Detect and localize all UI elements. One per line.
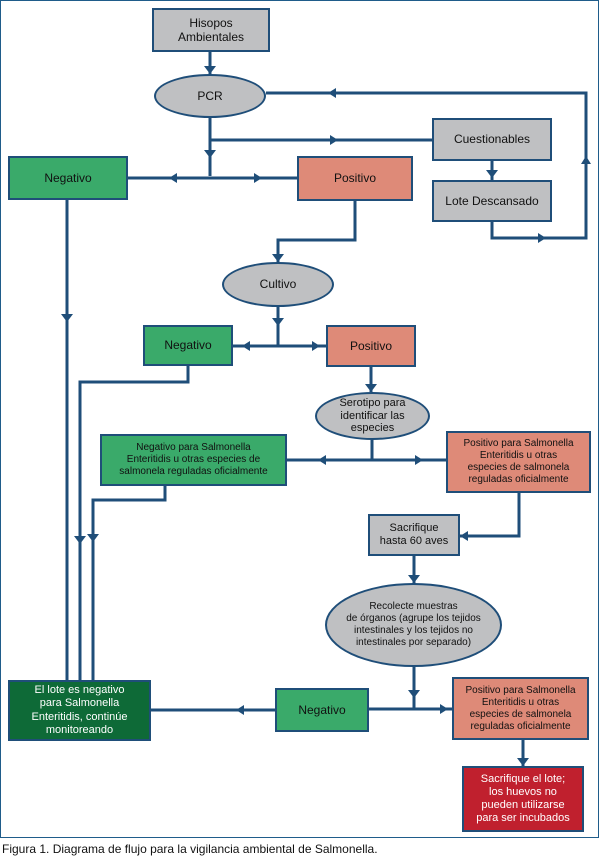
hisopos-ambientales-box: Hisopos Ambientales bbox=[152, 8, 270, 52]
lote-descansado-box: Lote Descansado bbox=[432, 180, 552, 222]
serotipo-oval: Serotipo para identificar las especies bbox=[315, 392, 430, 440]
cuestionables-box: Cuestionables bbox=[432, 118, 552, 161]
positivo-pcr-box: Positivo bbox=[297, 156, 413, 201]
positivo-cultivo-box: Positivo bbox=[326, 325, 416, 367]
figure-frame bbox=[0, 0, 599, 838]
positivo-salmonella-box-1: Positivo para Salmonella Enteritidis u o… bbox=[446, 431, 591, 493]
cultivo-oval: Cultivo bbox=[222, 262, 334, 307]
recolecte-muestras-oval: Recolecte muestras de órganos (agrupe lo… bbox=[325, 583, 502, 667]
negativo-salmonella-box: Negativo para Salmonella Enteritidis u o… bbox=[100, 434, 287, 486]
lote-negativo-box: El lote es negativo para Salmonella Ente… bbox=[8, 680, 151, 741]
negativo-organos-box: Negativo bbox=[275, 688, 369, 732]
negativo-pcr-box: Negativo bbox=[8, 156, 128, 200]
negativo-cultivo-box: Negativo bbox=[143, 325, 233, 366]
positivo-salmonella-box-2: Positivo para Salmonella Enteritidis u o… bbox=[452, 677, 589, 740]
sacrifique-lote-box: Sacrifique el lote; los huevos no pueden… bbox=[462, 766, 584, 832]
pcr-oval: PCR bbox=[154, 74, 266, 118]
sacrifique-60-aves-box: Sacrifique hasta 60 aves bbox=[368, 514, 460, 556]
figure-caption: Figura 1. Diagrama de flujo para la vigi… bbox=[2, 842, 378, 856]
